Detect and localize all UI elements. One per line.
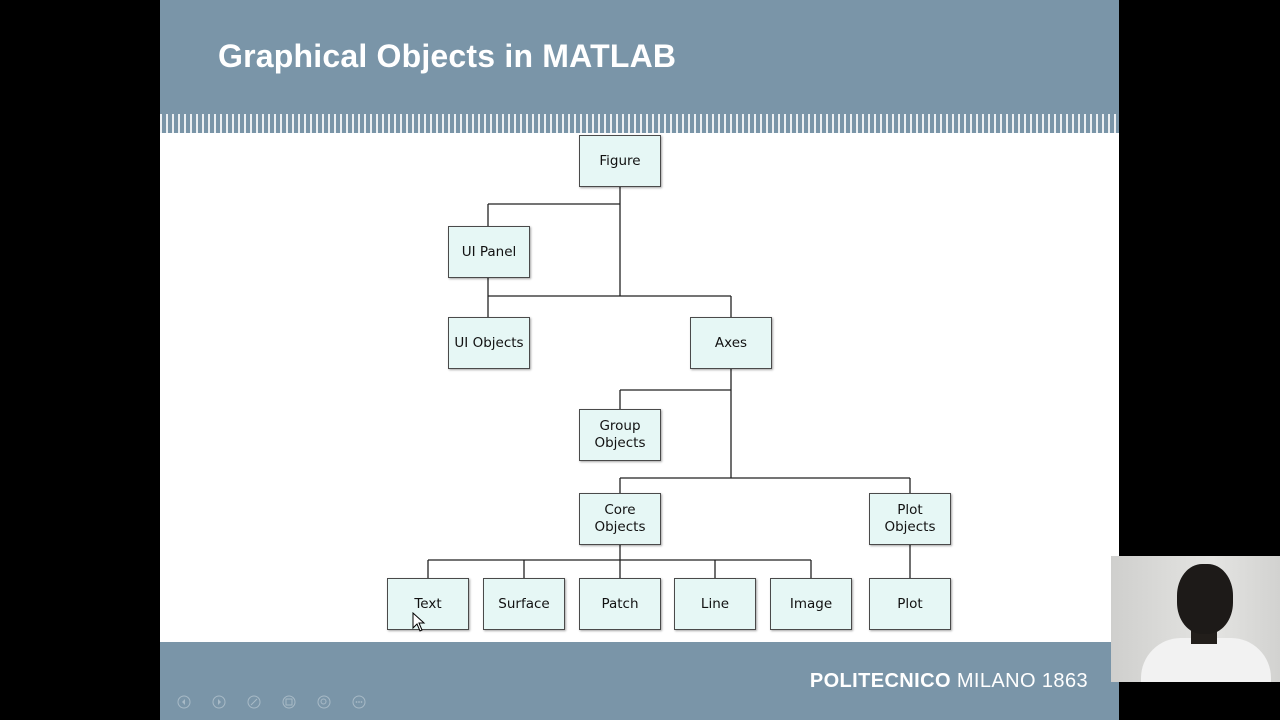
slide-title: Graphical Objects in MATLAB [218, 38, 677, 74]
node-line: Line [674, 578, 756, 630]
previous-icon [177, 695, 190, 709]
pen-button[interactable] [236, 690, 271, 714]
slide: Graphical Objects in MATLAB [160, 0, 1119, 720]
mouse-pointer-icon [412, 612, 426, 632]
slides-button[interactable] [271, 690, 306, 714]
zoom-icon [317, 695, 330, 709]
slides-icon [282, 695, 295, 709]
presentation-controls [166, 690, 376, 714]
node-ui-objects: UI Objects [448, 317, 530, 369]
slide-header: Graphical Objects in MATLAB [160, 0, 1119, 133]
header-stripe [160, 114, 1119, 133]
node-text: Text [387, 578, 469, 630]
next-slide-button[interactable] [201, 690, 236, 714]
zoom-button[interactable] [306, 690, 341, 714]
presenter-webcam [1111, 556, 1280, 682]
slide-content [160, 133, 1119, 642]
next-icon [212, 695, 225, 709]
brand-name-bold: POLITECNICO [809, 670, 951, 692]
previous-slide-button[interactable] [166, 690, 201, 714]
node-surface: Surface [483, 578, 565, 630]
node-figure: Figure [579, 135, 661, 187]
more-icon [352, 695, 365, 709]
presenter-head [1177, 564, 1233, 634]
brand-name-rest: MILANO 1863 [950, 670, 1088, 692]
node-core-objects: Core Objects [579, 493, 661, 545]
node-ui-panel: UI Panel [448, 226, 530, 278]
pen-icon [247, 695, 260, 709]
node-image: Image [770, 578, 852, 630]
slide-footer: POLITECNICO MILANO 1863 [160, 642, 1119, 720]
node-patch: Patch [579, 578, 661, 630]
more-options-button[interactable] [341, 690, 376, 714]
node-group-objects: Group Objects [579, 409, 661, 461]
node-plot-objects: Plot Objects [869, 493, 951, 545]
presenter-body [1141, 638, 1271, 682]
node-axes: Axes [690, 317, 772, 369]
node-plot: Plot [869, 578, 951, 630]
university-brand: POLITECNICO MILANO 1863 [810, 670, 1088, 693]
